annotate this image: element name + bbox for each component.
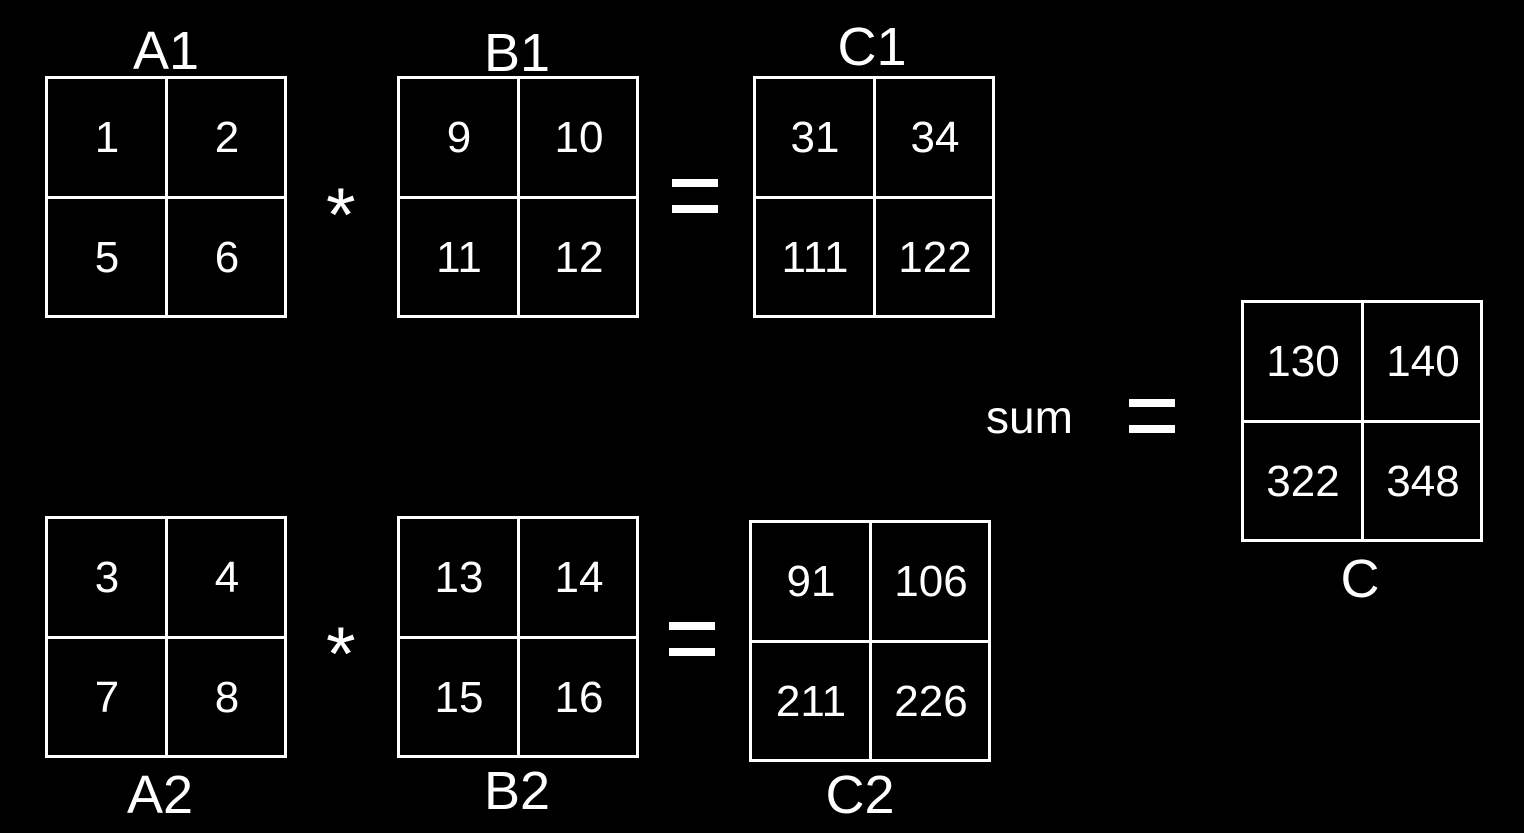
matrix-cell: 11 [436, 233, 482, 282]
matrix-cell: 122 [898, 233, 972, 282]
matrix-cell: 14 [554, 553, 604, 602]
matrix-cell: 12 [554, 233, 604, 282]
matrix-cell: 140 [1386, 337, 1460, 386]
matrix-cell: 5 [94, 233, 120, 282]
matrix-cell: 111 [781, 233, 849, 282]
matrix-c2: 91 106 211 226 [749, 520, 991, 762]
matrix-c: 130 140 322 348 [1241, 300, 1483, 542]
matrix-b2: 13 14 15 16 [397, 516, 639, 758]
matrix-cell: 3 [94, 553, 120, 602]
matrix-cell: 130 [1266, 337, 1340, 386]
matrix-cell: 34 [910, 113, 960, 162]
matrix-cell: 322 [1266, 457, 1340, 506]
matrix-cell: 348 [1386, 457, 1460, 506]
matrix-cell: 4 [214, 553, 240, 602]
matrix-cell: 91 [786, 557, 836, 606]
sum-label: sum [986, 391, 1073, 443]
matrix-cell: 10 [554, 113, 604, 162]
label-a2: A2 [126, 765, 194, 825]
matrix-cell: 7 [94, 673, 120, 722]
matrix-c1: 31 34 111 122 [753, 76, 995, 318]
matrix-cell: 1 [94, 113, 120, 162]
matrix-cell: 6 [214, 233, 240, 282]
label-b2: B2 [483, 761, 551, 821]
matrix-a1: 1 2 5 6 [45, 76, 287, 318]
matrix-cell: 2 [214, 113, 240, 162]
matrix-cell: 226 [894, 677, 968, 726]
matrix-cell: 211 [775, 677, 847, 726]
multiply-operator: * [326, 612, 356, 697]
matrix-a2: 3 4 7 8 [45, 516, 287, 758]
matrix-cell: 9 [446, 113, 472, 162]
multiply-operator: * [326, 173, 356, 258]
label-b1: B1 [483, 23, 551, 83]
label-a1: A1 [132, 21, 200, 81]
equals-operator [672, 179, 718, 213]
label-c: C [1340, 549, 1380, 609]
matrix-cell: 106 [894, 557, 968, 606]
matrix-cell: 8 [214, 673, 240, 722]
label-c2: C2 [825, 765, 895, 825]
matrix-b1: 9 10 11 12 [397, 76, 639, 318]
label-c1: C1 [837, 17, 907, 77]
matrix-cell: 31 [790, 113, 840, 162]
equals-operator [669, 622, 715, 656]
matrix-cell: 16 [554, 673, 604, 722]
equals-operator [1129, 399, 1175, 433]
matrix-cell: 15 [434, 673, 484, 722]
matrix-cell: 13 [434, 553, 484, 602]
